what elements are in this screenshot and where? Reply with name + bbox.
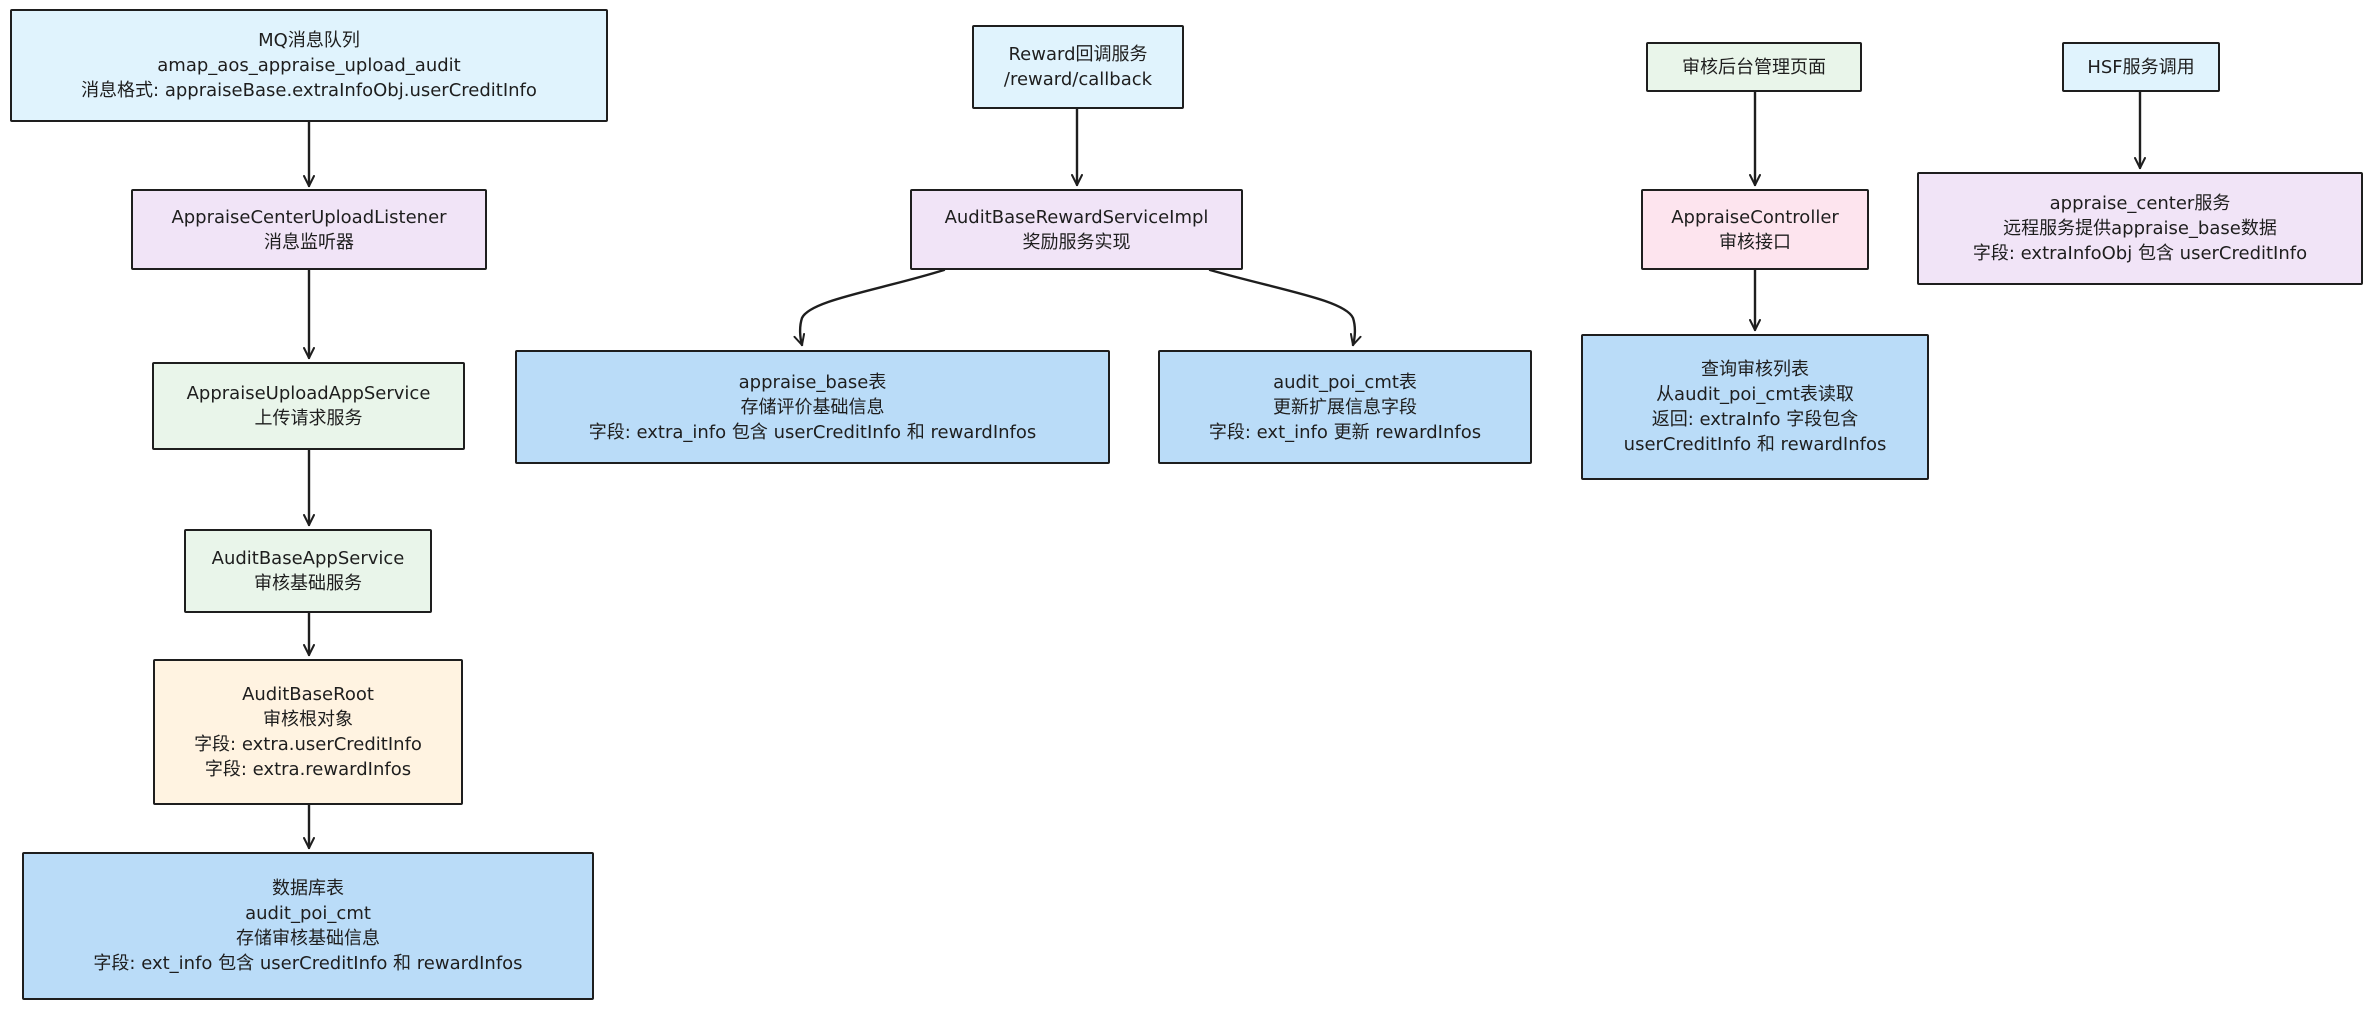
- node-hsf-call: HSF服务调用: [2062, 42, 2220, 92]
- node-audit-base-app-service-line-2: 审核基础服务: [254, 573, 362, 594]
- node-appraise-base-table-line-3: 字段: extra_info 包含 userCreditInfo 和 rewar…: [588, 421, 1037, 443]
- edge-reward-impl-to-audit-poi-cmt: [1208, 268, 1362, 347]
- node-reward-callback-line-2: /reward/callback: [1003, 69, 1153, 90]
- edge-reward-impl-to-appraise-base: [793, 268, 946, 347]
- node-mq-queue-line-2: amap_aos_appraise_upload_audit: [157, 55, 461, 76]
- node-mq-queue-line-3: 消息格式: appraiseBase.extraInfoObj.userCred…: [81, 80, 537, 101]
- node-audit-base-root: AuditBaseRoot 审核根对象 字段: extra.userCredit…: [153, 659, 463, 805]
- node-audit-base-root-line-4: 字段: extra.rewardInfos: [204, 759, 412, 780]
- node-upload-app-service-line-2: 上传请求服务: [254, 408, 363, 429]
- node-audit-poi-cmt-table-line-2: 更新扩展信息字段: [1273, 396, 1417, 418]
- node-upload-listener-line-2: 消息监听器: [264, 231, 354, 253]
- node-audit-poi-cmt-table: audit_poi_cmt表 更新扩展信息字段 字段: ext_info 更新 …: [1158, 350, 1532, 464]
- node-reward-service-impl: AuditBaseRewardServiceImpl 奖励服务实现: [910, 189, 1243, 270]
- node-appraise-center-line-1: appraise_center服务: [2049, 193, 2231, 214]
- node-hsf-call-line-1: HSF服务调用: [2087, 56, 2195, 78]
- node-appraise-center: appraise_center服务 远程服务提供appraise_base数据 …: [1917, 172, 2363, 285]
- node-audit-base-root-line-1: AuditBaseRoot: [242, 684, 374, 705]
- node-audit-poi-cmt-table-line-3: 字段: ext_info 更新 rewardInfos: [1208, 421, 1482, 443]
- node-mq-queue-line-1: MQ消息队列: [258, 30, 360, 51]
- node-audit-base-root-line-2: 审核根对象: [263, 709, 353, 730]
- node-appraise-controller: AppraiseController 审核接口: [1641, 189, 1869, 270]
- node-audit-poi-cmt-table-line-1: audit_poi_cmt表: [1273, 371, 1417, 393]
- node-db-table-line-2: audit_poi_cmt: [245, 903, 371, 924]
- node-query-audit-list-line-1: 查询审核列表: [1701, 359, 1809, 380]
- node-appraise-controller-line-1: AppraiseController: [1671, 206, 1839, 228]
- node-admin-page-line-1: 审核后台管理页面: [1682, 56, 1826, 78]
- node-upload-listener-line-1: AppraiseCenterUploadListener: [171, 206, 447, 228]
- node-db-table: 数据库表 audit_poi_cmt 存储审核基础信息 字段: ext_info…: [22, 852, 594, 1000]
- node-appraise-controller-line-2: 审核接口: [1719, 231, 1791, 253]
- node-query-audit-list-line-4: userCreditInfo 和 rewardInfos: [1623, 434, 1887, 455]
- node-admin-page: 审核后台管理页面: [1646, 42, 1862, 92]
- node-query-audit-list-line-2: 从audit_poi_cmt表读取: [1656, 384, 1854, 405]
- node-db-table-line-1: 数据库表: [272, 878, 344, 899]
- node-reward-service-impl-line-1: AuditBaseRewardServiceImpl: [944, 206, 1209, 228]
- node-db-table-line-4: 字段: ext_info 包含 userCreditInfo 和 rewardI…: [93, 953, 523, 974]
- node-appraise-center-line-3: 字段: extraInfoObj 包含 userCreditInfo: [1972, 243, 2308, 264]
- node-reward-service-impl-line-2: 奖励服务实现: [1022, 231, 1131, 253]
- node-query-audit-list: 查询审核列表 从audit_poi_cmt表读取 返回: extraInfo 字…: [1581, 334, 1929, 480]
- node-appraise-base-table: appraise_base表 存储评价基础信息 字段: extra_info 包…: [515, 350, 1110, 464]
- node-appraise-base-table-line-1: appraise_base表: [738, 371, 887, 393]
- node-db-table-line-3: 存储审核基础信息: [236, 928, 380, 949]
- node-reward-callback: Reward回调服务 /reward/callback: [972, 25, 1184, 109]
- node-mq-queue: MQ消息队列 amap_aos_appraise_upload_audit 消息…: [10, 9, 608, 122]
- node-upload-app-service: AppraiseUploadAppService 上传请求服务: [152, 362, 465, 450]
- node-audit-base-root-line-3: 字段: extra.userCreditInfo: [194, 734, 422, 755]
- node-reward-callback-line-1: Reward回调服务: [1008, 44, 1148, 65]
- node-query-audit-list-line-3: 返回: extraInfo 字段包含: [1651, 409, 1859, 430]
- node-appraise-base-table-line-2: 存储评价基础信息: [740, 396, 885, 418]
- node-appraise-center-line-2: 远程服务提供appraise_base数据: [2003, 218, 2277, 239]
- node-audit-base-app-service-line-1: AuditBaseAppService: [211, 548, 405, 569]
- node-upload-app-service-line-1: AppraiseUploadAppService: [186, 383, 431, 404]
- node-audit-base-app-service: AuditBaseAppService 审核基础服务: [184, 529, 432, 613]
- node-upload-listener: AppraiseCenterUploadListener 消息监听器: [131, 189, 487, 270]
